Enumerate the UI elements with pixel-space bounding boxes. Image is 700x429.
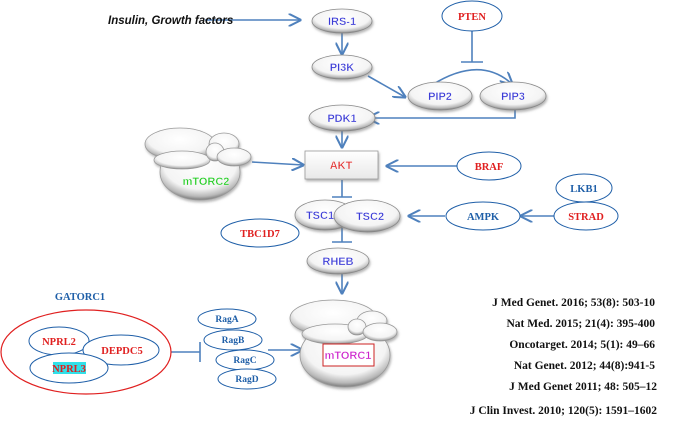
- arrow-pi3k-pip2: [367, 75, 405, 97]
- svg-text:PDK1: PDK1: [327, 113, 356, 125]
- svg-text:RagB: RagB: [222, 336, 245, 346]
- node-tsc2[interactable]: TSC2: [333, 199, 401, 233]
- svg-text:AMPK: AMPK: [467, 212, 500, 223]
- svg-text:BRAF: BRAF: [475, 162, 504, 173]
- svg-text:mTORC2: mTORC2: [183, 176, 230, 188]
- svg-text:NPRL2: NPRL2: [42, 337, 76, 348]
- gatorc1-label: GATORC1: [55, 292, 105, 303]
- node-pten[interactable]: PTEN: [441, 0, 503, 32]
- node-irs1[interactable]: IRS-1: [311, 8, 373, 34]
- node-nprl2[interactable]: NPRL2: [28, 326, 90, 356]
- node-mtorc2[interactable]: mTORC2: [144, 127, 252, 201]
- node-mtorc1[interactable]: mTORC1: [289, 299, 398, 388]
- node-akt[interactable]: AKT: [304, 150, 379, 180]
- arrow-pip2-pip3: [431, 68, 512, 85]
- svg-text:mTORC1: mTORC1: [325, 350, 372, 362]
- svg-text:TSC1: TSC1: [306, 210, 334, 222]
- node-tbc1d7[interactable]: TBC1D7: [220, 218, 300, 248]
- svg-text:RagC: RagC: [233, 356, 256, 366]
- svg-text:LKB1: LKB1: [570, 184, 597, 195]
- node-pdk1[interactable]: PDK1: [308, 104, 376, 132]
- reference-3: Oncotarget. 2014; 5(1): 49–66: [509, 339, 655, 351]
- node-pi3k[interactable]: PI3K: [311, 54, 373, 80]
- node-lkb1[interactable]: LKB1: [555, 173, 613, 203]
- arrow-pip3-pdk1: [368, 110, 516, 118]
- node-ampk[interactable]: AMPK: [445, 201, 521, 231]
- node-nprl3[interactable]: NPRL3: [29, 352, 109, 384]
- svg-text:RHEB: RHEB: [322, 256, 353, 268]
- node-ragb[interactable]: RagB: [203, 329, 263, 351]
- svg-text:PI3K: PI3K: [330, 62, 355, 74]
- svg-text:STRAD: STRAD: [568, 212, 604, 223]
- node-pip3[interactable]: PIP3: [479, 81, 547, 111]
- svg-text:PIP2: PIP2: [428, 91, 452, 103]
- node-pip2[interactable]: PIP2: [407, 81, 473, 111]
- node-braf[interactable]: BRAF: [456, 151, 522, 181]
- node-depdc5[interactable]: DEPDC5: [82, 334, 160, 366]
- svg-text:DEPDC5: DEPDC5: [101, 346, 142, 357]
- svg-text:TBC1D7: TBC1D7: [240, 229, 280, 240]
- svg-text:NPRL3: NPRL3: [52, 364, 86, 375]
- svg-text:IRS-1: IRS-1: [328, 16, 356, 28]
- reference-6: J Clin Invest. 2010; 120(5): 1591–1602: [469, 405, 657, 417]
- svg-text:PIP3: PIP3: [501, 91, 525, 103]
- input-label: Insulin, Growth factors: [108, 15, 233, 27]
- gatorc1-complex: [0, 309, 172, 395]
- node-ragc[interactable]: RagC: [215, 349, 275, 371]
- node-ragd[interactable]: RagD: [217, 368, 277, 390]
- svg-text:AKT: AKT: [330, 160, 353, 172]
- reference-5: J Med Genet 2011; 48: 505–12: [509, 381, 657, 393]
- reference-4: Nat Genet. 2012; 44(8):941-5: [513, 360, 655, 372]
- svg-text:PTEN: PTEN: [458, 12, 486, 23]
- svg-text:RagA: RagA: [215, 315, 238, 325]
- svg-text:TSC2: TSC2: [356, 211, 384, 223]
- reference-2: Nat Med. 2015; 21(4): 395-400: [506, 318, 655, 330]
- reference-1: J Med Genet. 2016; 53(8): 503-10: [492, 297, 655, 309]
- svg-text:RagD: RagD: [235, 375, 258, 385]
- node-raga[interactable]: RagA: [197, 308, 257, 330]
- node-strad[interactable]: STRAD: [553, 201, 619, 231]
- arrow-mtorc2-akt: [251, 162, 303, 165]
- node-rheb[interactable]: RHEB: [306, 247, 370, 275]
